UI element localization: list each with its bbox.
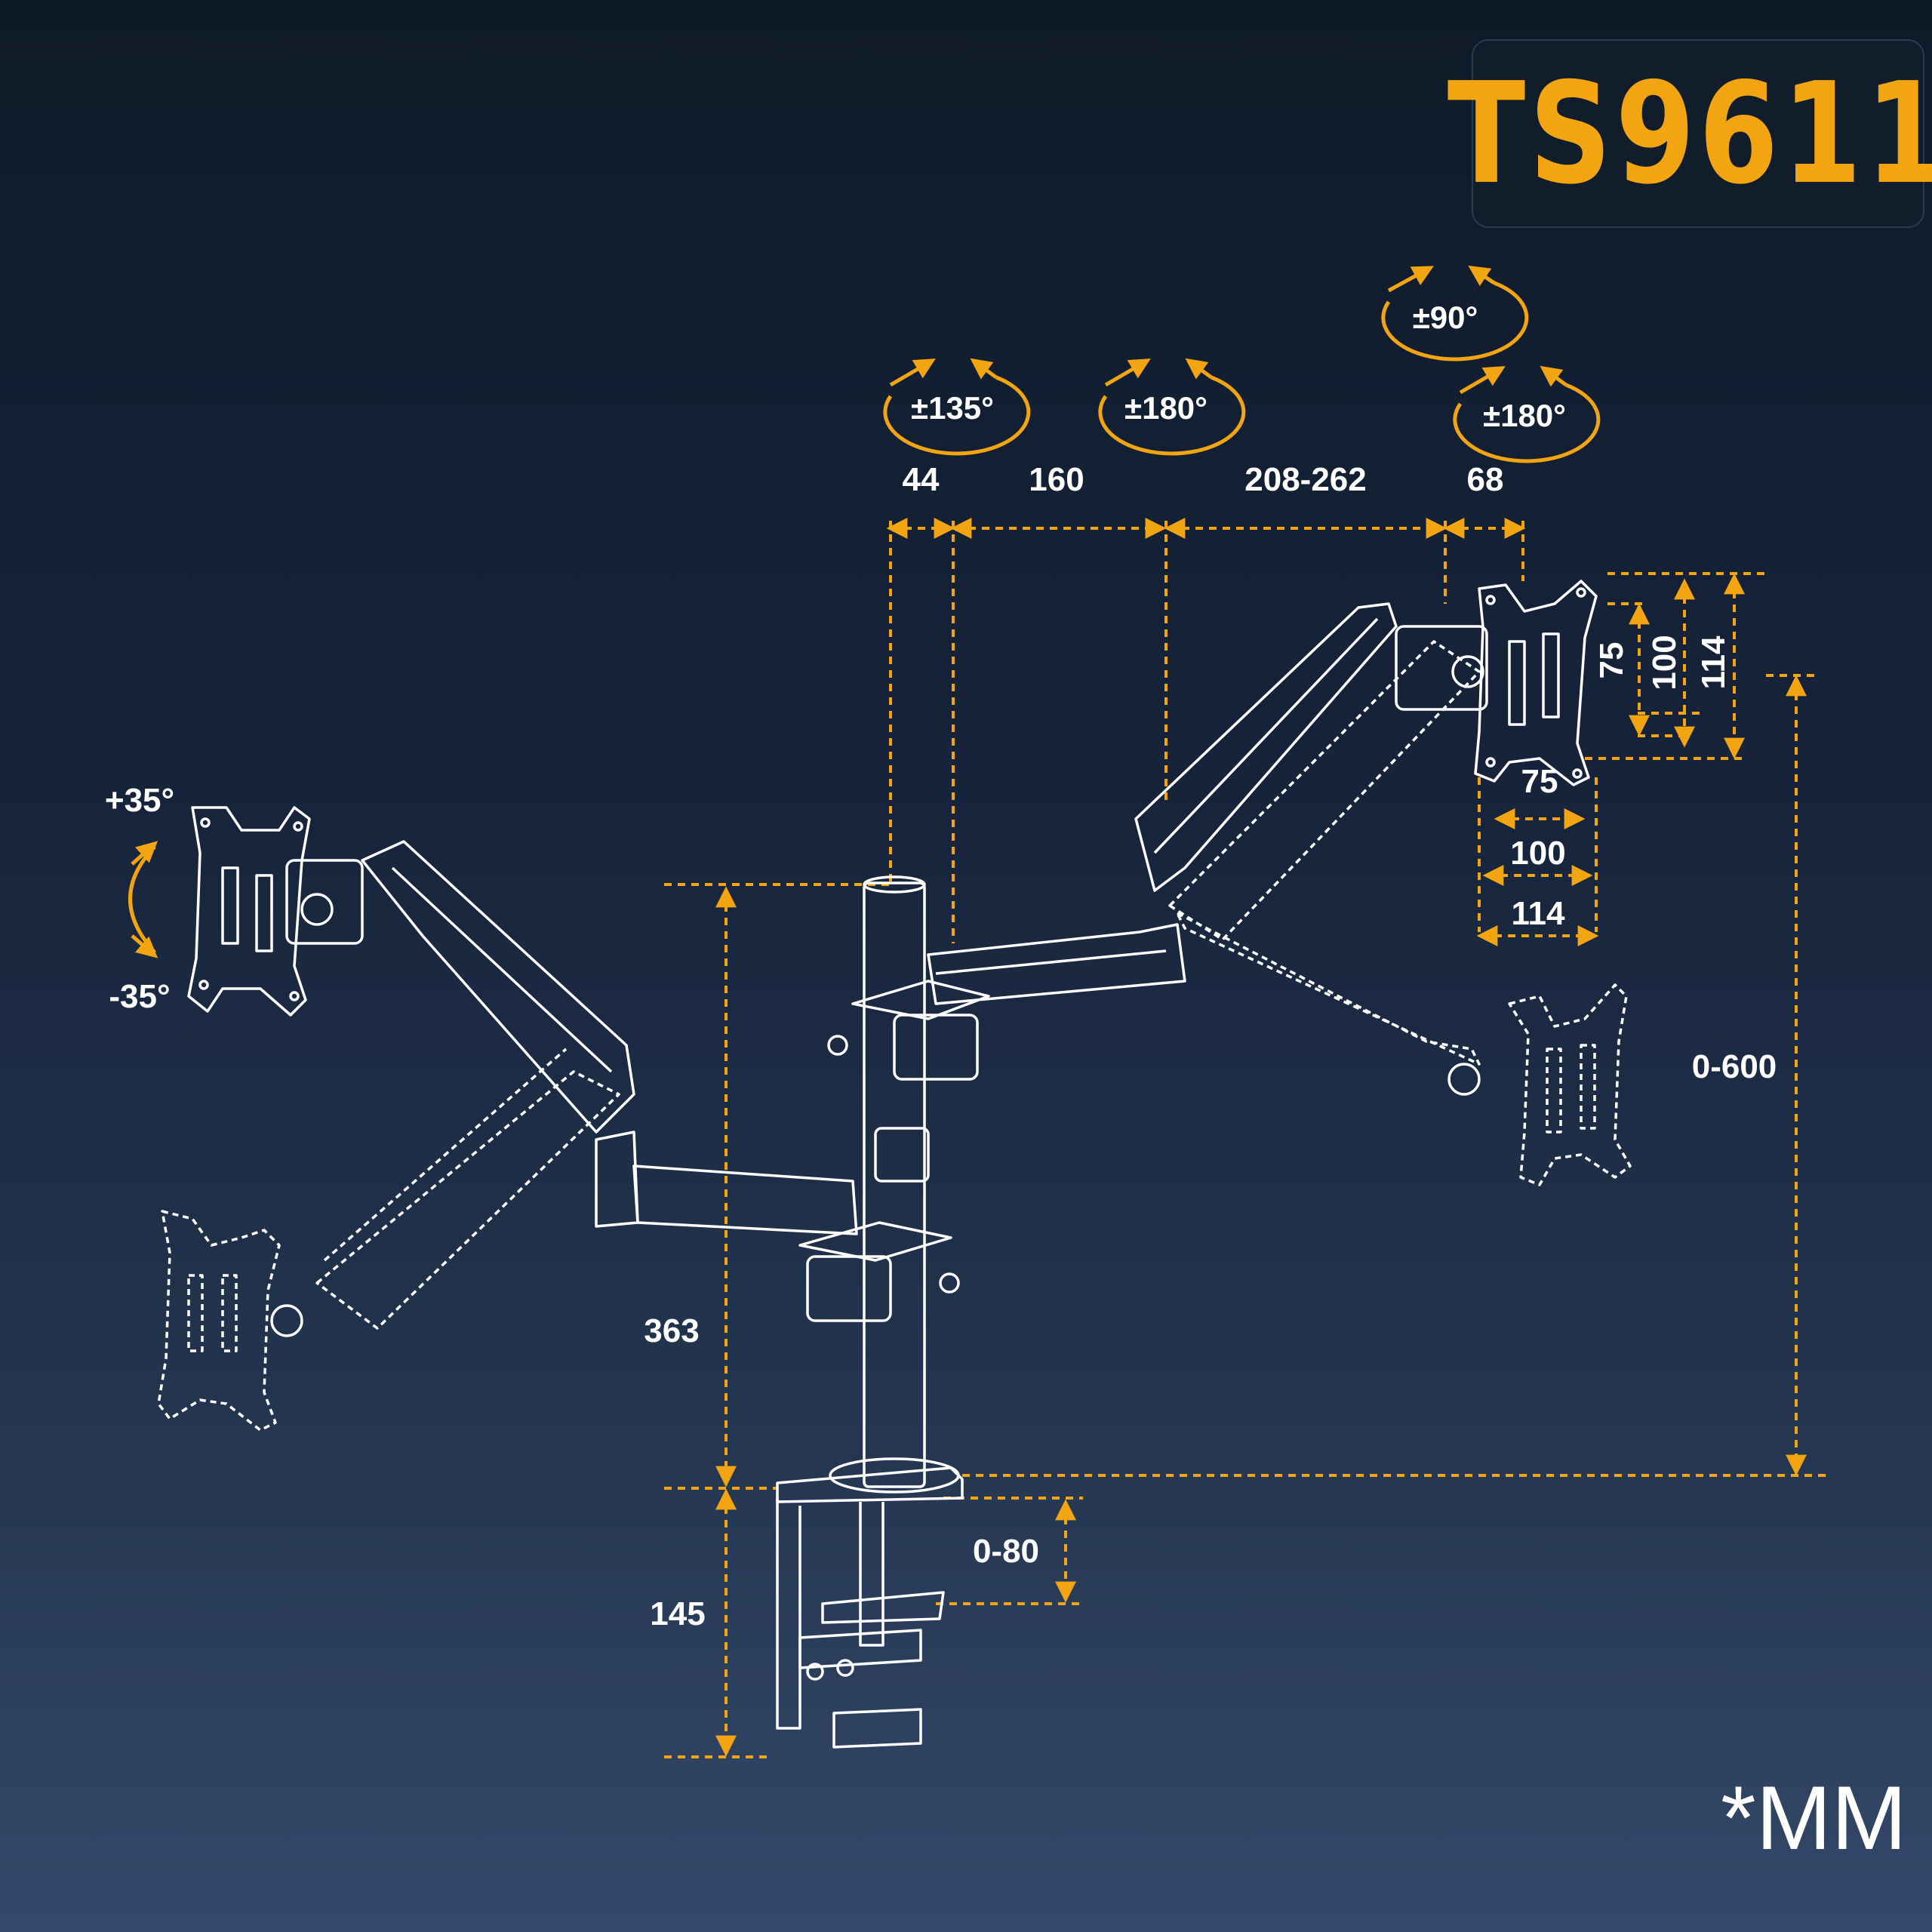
vesa-h-114: 114 (1512, 895, 1566, 932)
dim-208-262: 208-262 (1244, 461, 1366, 498)
vesa-h-100: 100 (1510, 835, 1565, 872)
unit-note: *MM (1721, 1767, 1907, 1869)
model-badge: TS9611 (1447, 39, 1932, 228)
rotation-label-2: ±180° (1124, 390, 1208, 426)
dim-desk-thickness: 0-80 (973, 1533, 1039, 1570)
rotation-label-3: ±90° (1413, 300, 1478, 335)
dim-68: 68 (1467, 461, 1504, 498)
rotation-label-4: ±180° (1483, 398, 1566, 433)
dimension-labels: ±135° ±180° ±90° ±180° 44 160 208-262 68… (105, 300, 1777, 1632)
dim-height-range: 0-600 (1692, 1048, 1777, 1085)
dimension-lines (664, 518, 1826, 1758)
mount-line-art (157, 580, 1632, 1749)
dim-pole-height: 363 (644, 1312, 699, 1349)
tilt-up-label: +35° (105, 782, 174, 819)
tilt-down-label: -35° (109, 978, 170, 1015)
dim-160: 160 (1029, 461, 1084, 498)
vesa-h-75: 75 (1521, 763, 1558, 800)
dim-44: 44 (903, 461, 940, 498)
dim-clamp-height: 145 (650, 1595, 705, 1632)
vesa-v-114: 114 (1695, 635, 1732, 690)
rotation-label-1: ±135° (911, 390, 994, 426)
vesa-v-75: 75 (1593, 642, 1630, 679)
rotation-indicators (128, 265, 1601, 958)
vesa-v-100: 100 (1646, 635, 1683, 690)
model-number: TS9611 (1447, 52, 1932, 215)
